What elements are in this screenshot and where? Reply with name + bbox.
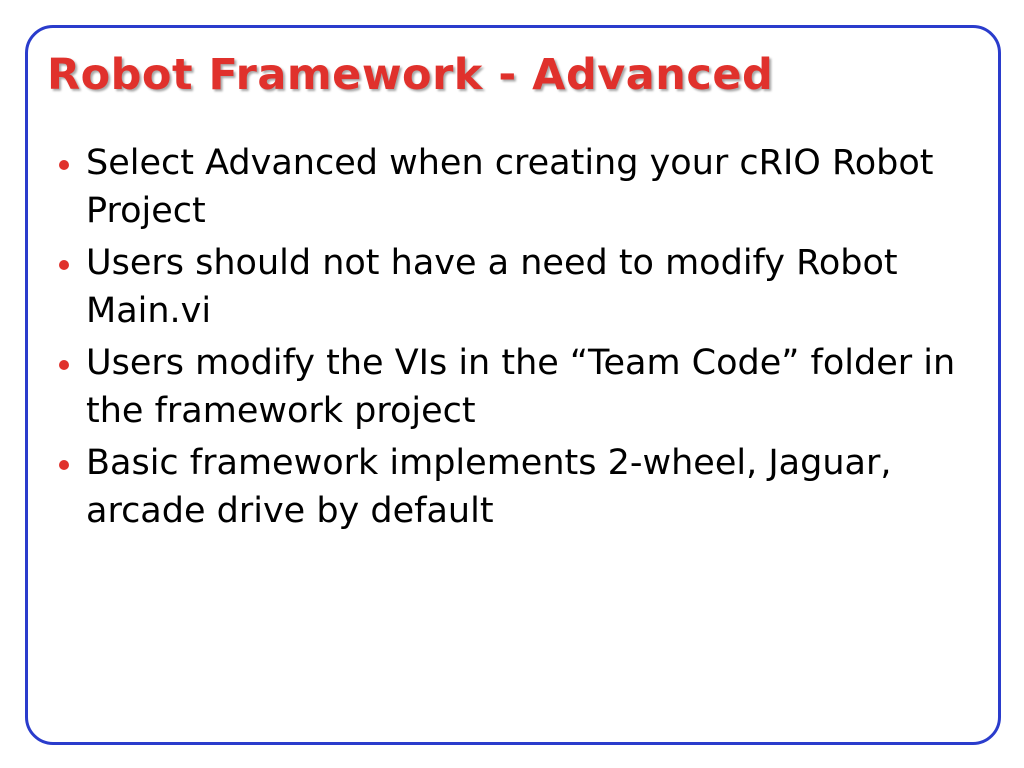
slide-title: Robot Framework - Advanced <box>47 50 774 100</box>
bullet-dot-icon <box>59 260 69 270</box>
bullet-dot-icon <box>59 160 69 170</box>
bullet-dot-icon <box>59 360 69 370</box>
bullet-text: Users should not have a need to modify R… <box>86 243 898 331</box>
bullet-text: Users modify the VIs in the “Team Code” … <box>86 343 956 431</box>
bullet-item: Basic framework implements 2-wheel, Jagu… <box>56 439 956 535</box>
slide-border <box>25 25 1001 745</box>
bullet-dot-icon <box>59 460 69 470</box>
bullet-item: Users should not have a need to modify R… <box>56 239 956 335</box>
bullet-text: Select Advanced when creating your cRIO … <box>86 143 934 231</box>
bullet-item: Select Advanced when creating your cRIO … <box>56 139 956 235</box>
bullet-list: Select Advanced when creating your cRIO … <box>56 139 956 539</box>
bullet-item: Users modify the VIs in the “Team Code” … <box>56 339 956 435</box>
bullet-text: Basic framework implements 2-wheel, Jagu… <box>86 443 892 531</box>
